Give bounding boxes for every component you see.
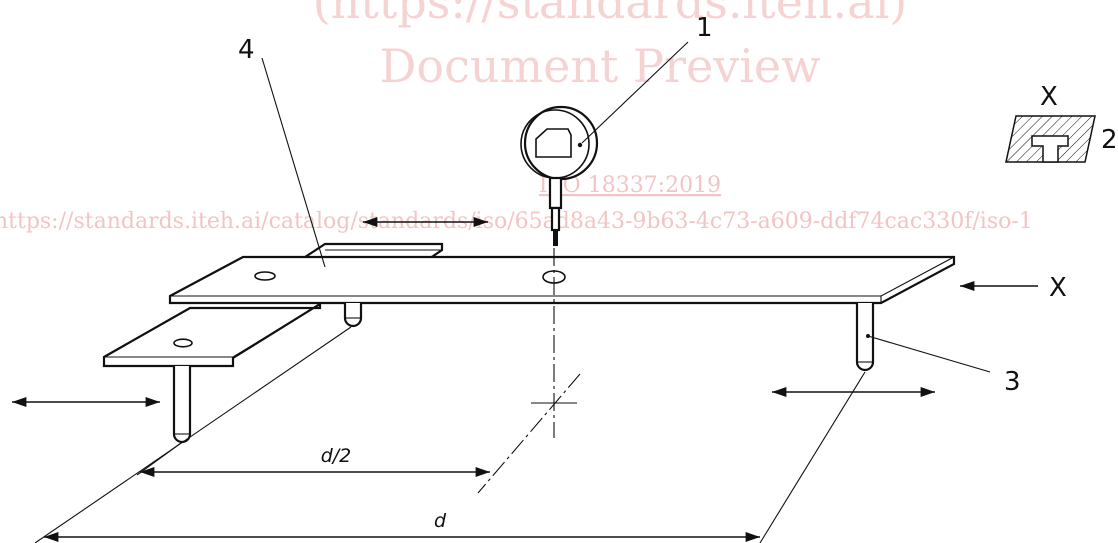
leader-lines [261,41,991,373]
callouts: 1 4 3 2 X [238,13,1118,397]
centre-lines [477,248,581,494]
dimension-distance: d [434,510,447,532]
dimension-half-distance: d/2 [321,445,352,467]
main-bar [168,255,956,305]
front-crossbar [102,302,322,368]
callout-2: 2 [1101,125,1118,155]
watermark-url-link[interactable]: https://standards.iteh.ai/catalog/standa… [0,209,1033,234]
support-pins [172,303,875,444]
callout-1: 1 [696,13,713,43]
view-marker-x: X [1049,273,1067,303]
dial-gauge [520,105,599,246]
watermark-title-top: (https://standards.iteh.ai) [313,0,908,29]
section-detail-x: X [1005,82,1096,163]
section-title-x: X [1040,82,1058,112]
dimension-lines: d/2 d [34,326,866,543]
movement-arrows [11,216,1038,408]
callout-3: 3 [1004,367,1021,397]
watermark: (https://standards.iteh.ai) Document Pre… [0,0,1033,234]
callout-4: 4 [238,35,255,65]
watermark-title: Document Preview [380,39,821,93]
